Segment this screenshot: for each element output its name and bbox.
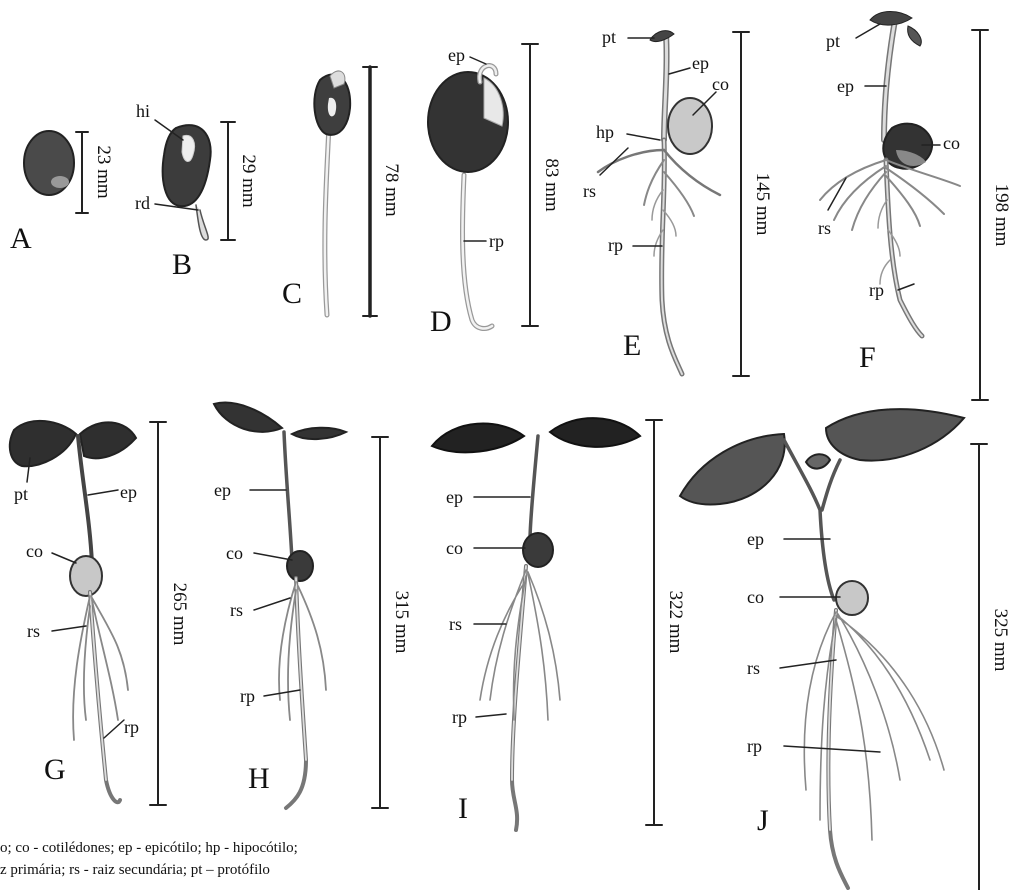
panel-d — [428, 44, 538, 328]
panel-letter: H — [248, 762, 270, 795]
pointer-rs — [52, 626, 86, 631]
scale-bar — [221, 122, 235, 240]
scale-bar — [522, 44, 538, 326]
pointer-rs — [600, 148, 628, 175]
pointer-ep — [669, 68, 690, 74]
label-rs: rs — [230, 600, 243, 620]
label-rp: rp — [452, 707, 467, 727]
pointer-rp — [898, 284, 914, 290]
scale-measurement: 23 mm — [93, 145, 114, 199]
label-rp: rp — [869, 280, 884, 300]
panel-letter: A — [10, 222, 32, 255]
seedling-illustration — [314, 71, 350, 315]
label-ep: ep — [837, 76, 854, 96]
scale-measurement: 325 mm — [990, 609, 1011, 672]
scale-measurement: 315 mm — [391, 591, 412, 654]
scale-bar — [972, 30, 988, 400]
legend-line-2: z primária; rs - raiz secundária; pt – p… — [0, 862, 270, 879]
panel-c — [314, 67, 377, 316]
pointer-rs — [254, 598, 290, 610]
scale-bar — [971, 444, 987, 890]
pointer-pt — [856, 24, 880, 38]
label-rd: rd — [135, 193, 150, 213]
pointer-ep — [470, 57, 486, 64]
label-co: co — [747, 587, 764, 607]
scale-measurement: 83 mm — [541, 158, 562, 212]
legend-line-1: o; co - cotilédones; ep - epicótilo; hp … — [0, 840, 298, 857]
scale-bar — [150, 422, 166, 805]
label-pt: pt — [602, 27, 616, 47]
seedling-illustration — [432, 418, 640, 830]
label-co: co — [943, 133, 960, 153]
pointer-hp — [627, 134, 660, 140]
seedling-illustration — [10, 421, 136, 802]
label-pt: pt — [14, 484, 28, 504]
panel-letter: G — [44, 753, 66, 786]
label-ep: ep — [120, 482, 137, 502]
scale-measurement: 29 mm — [238, 154, 259, 208]
label-co: co — [226, 543, 243, 563]
label-rp: rp — [489, 231, 504, 251]
label-pt: pt — [826, 31, 840, 51]
panel-f — [820, 12, 988, 401]
scale-measurement: 145 mm — [752, 173, 773, 236]
label-rp: rp — [608, 235, 623, 255]
label-ep: ep — [214, 480, 231, 500]
pointer-rp — [104, 720, 124, 738]
panel-letter: C — [282, 277, 302, 310]
label-rs: rs — [747, 658, 760, 678]
panel-a — [24, 131, 88, 213]
scale-bar — [372, 437, 388, 808]
scale-measurement: 198 mm — [991, 184, 1012, 247]
panel-letter: B — [172, 248, 192, 281]
label-rp: rp — [124, 717, 139, 737]
panel-letter: I — [458, 792, 468, 825]
panel-i — [432, 418, 662, 830]
label-hi: hi — [136, 101, 150, 121]
label-rp: rp — [747, 736, 762, 756]
pointer-rp — [476, 714, 506, 717]
pointer-ep — [88, 490, 118, 495]
label-ep: ep — [446, 487, 463, 507]
label-hp: hp — [596, 122, 614, 142]
label-ep: ep — [747, 529, 764, 549]
seedling-illustration — [820, 12, 960, 337]
panel-letter: J — [757, 804, 769, 837]
scale-measurement: 265 mm — [169, 583, 190, 646]
label-co: co — [26, 541, 43, 561]
scale-bar — [646, 420, 662, 825]
pointer-rp — [264, 690, 300, 696]
scale-bar — [76, 132, 88, 213]
label-ep: ep — [692, 53, 709, 73]
panel-b — [155, 120, 235, 240]
scale-measurement: 78 mm — [381, 163, 402, 217]
panel-letter: F — [859, 341, 876, 374]
label-rs: rs — [583, 181, 596, 201]
seedling-illustration — [598, 31, 720, 374]
panel-letter: E — [623, 329, 641, 362]
label-rp: rp — [240, 686, 255, 706]
panel-letter: D — [430, 305, 452, 338]
label-co: co — [446, 538, 463, 558]
seedling-illustration — [680, 409, 964, 888]
pointer-co — [52, 553, 76, 563]
panel-g — [10, 421, 166, 805]
seedling-illustration — [428, 66, 508, 329]
label-ep: ep — [448, 45, 465, 65]
scale-measurement: 322 mm — [665, 591, 686, 654]
label-rs: rs — [818, 218, 831, 238]
panel-j — [680, 409, 987, 890]
label-rs: rs — [27, 621, 40, 641]
scale-bar — [733, 32, 749, 376]
label-rs: rs — [449, 614, 462, 634]
pointer-co — [254, 553, 292, 560]
seed-illustration — [163, 125, 211, 240]
label-co: co — [712, 74, 729, 94]
scale-bar — [363, 67, 377, 316]
